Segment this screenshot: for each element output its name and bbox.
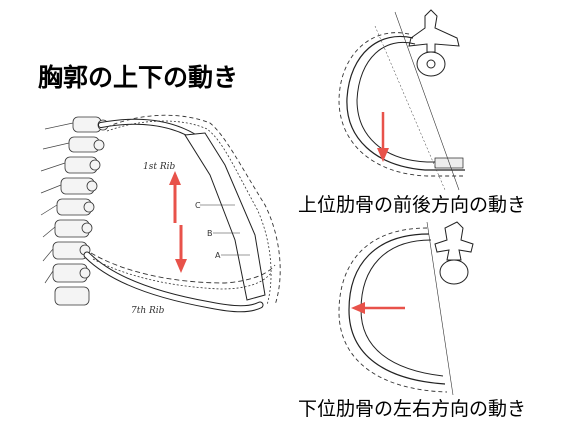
spine [52,116,109,306]
caption-lower-ribs: 下位肋骨の左右方向の動き [298,398,527,420]
lateral-arrow [351,302,405,314]
lower-rib-diagram [338,221,474,396]
ribcage-lateral-diagram: C B A 1st Rib 7th Rib [40,114,281,316]
vertebra-lower [434,221,474,285]
label-c: C [195,201,201,210]
sternum [184,132,266,301]
upper-rib-diagram [338,9,465,191]
spine-processes [40,122,74,284]
label-first-rib: 1st Rib [143,162,175,172]
label-b: B [207,229,213,238]
label-seventh-rib: 7th Rib [131,306,165,316]
vertical-movement-arrows [169,171,187,273]
anteroposterior-arrow [377,112,389,162]
label-a: A [215,251,221,260]
page-title: 胸郭の上下の動き [38,63,239,92]
caption-upper-ribs: 上位肋骨の前後方向の動き [298,194,527,216]
vertebra-upper [408,9,460,77]
